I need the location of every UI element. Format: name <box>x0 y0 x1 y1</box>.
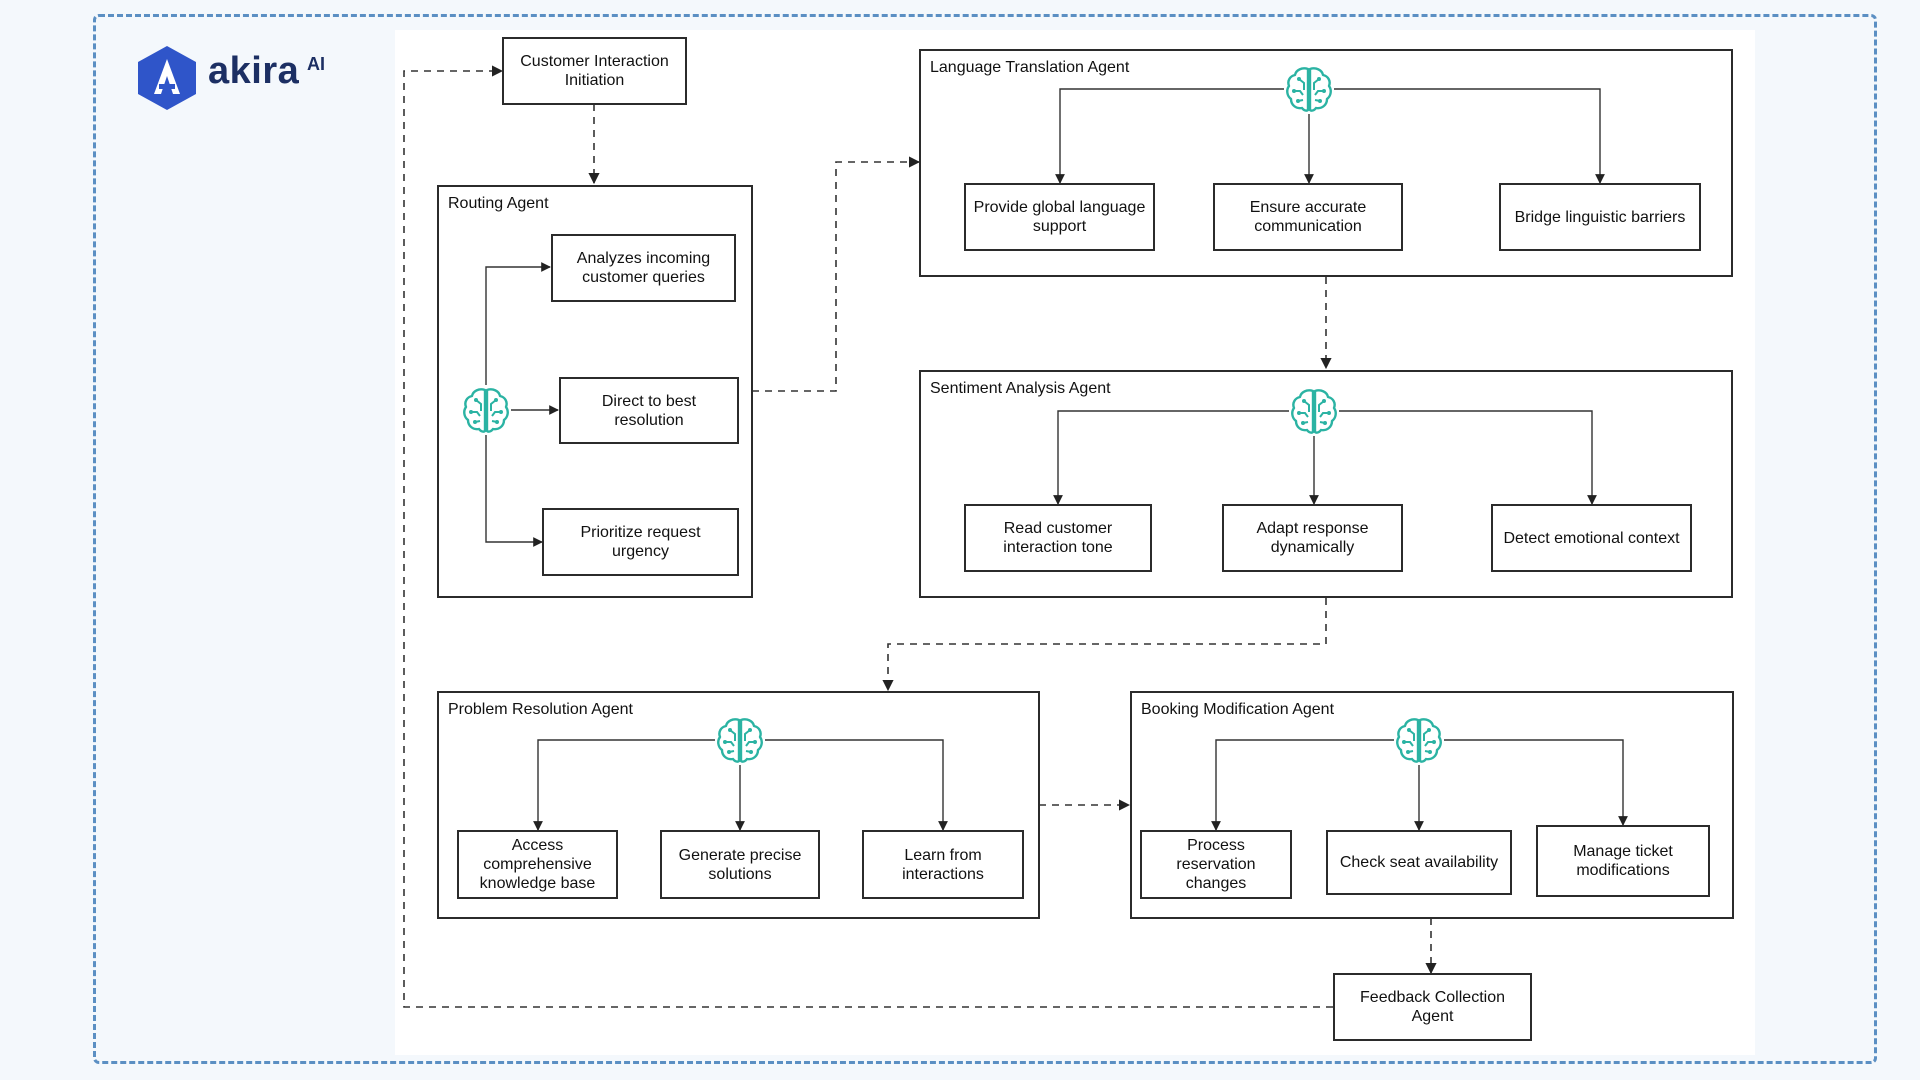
logo-text: akira <box>208 50 300 92</box>
booking-task-ticket-modifications: Manage ticket modifications <box>1536 825 1710 897</box>
booking-ai-brain-icon <box>1394 715 1444 765</box>
resolution-task-precise-solutions: Generate precise solutions <box>660 830 820 899</box>
resolution-branch-1 <box>533 739 715 831</box>
routing-task-direct: Direct to best resolution <box>559 377 739 444</box>
customer-interaction-initiation-node: Customer Interaction Initiation <box>502 37 687 105</box>
translation-task-accurate-communication: Ensure accurate communication <box>1213 183 1403 251</box>
sentiment-task-read-tone: Read customer interaction tone <box>964 504 1152 572</box>
resolution-agent-title: Problem Resolution Agent <box>448 701 633 718</box>
resolution-task-knowledge-base: Access comprehensive knowledge base <box>457 830 618 899</box>
translation-branch-3 <box>1334 88 1605 184</box>
translation-agent-container: Language Translation Agent <box>919 49 1733 277</box>
translation-ai-brain-icon <box>1284 64 1334 114</box>
sentiment-branch-1 <box>1053 410 1289 505</box>
resolution-agent-container: Problem Resolution Agent <box>437 691 1040 919</box>
translation-task-bridge-barriers: Bridge linguistic barriers <box>1499 183 1701 251</box>
feedback-loop-connector <box>403 65 1333 1008</box>
sentiment-agent-title: Sentiment Analysis Agent <box>930 380 1111 397</box>
translation-agent-title: Language Translation Agent <box>930 59 1130 76</box>
akira-ai-logo: akira AI <box>135 44 375 114</box>
sentiment-task-detect-emotion: Detect emotional context <box>1491 504 1692 572</box>
feedback-collection-agent-node: Feedback Collection Agent <box>1333 973 1532 1041</box>
routing-branch-3 <box>485 435 543 547</box>
sentiment-task-adapt-response: Adapt response dynamically <box>1222 504 1403 572</box>
sentiment-ai-brain-icon <box>1289 386 1339 436</box>
routing-ai-brain-icon <box>461 385 511 435</box>
resolution-branch-3 <box>765 739 948 831</box>
sentiment-agent-container: Sentiment Analysis Agent <box>919 370 1733 598</box>
routing-agent-title: Routing Agent <box>448 195 549 212</box>
booking-agent-title: Booking Modification Agent <box>1141 701 1335 718</box>
routing-to-translation-connector <box>752 156 921 392</box>
resolution-ai-brain-icon <box>715 715 765 765</box>
booking-branch-3 <box>1444 739 1628 826</box>
routing-agent-container: Routing Agent <box>437 185 753 598</box>
translation-branch-1 <box>1055 88 1284 184</box>
booking-task-reservation-changes: Process reservation changes <box>1140 830 1292 899</box>
booking-agent-container: Booking Modification Agent <box>1130 691 1734 919</box>
sentiment-to-resolution-connector <box>882 598 1327 692</box>
routing-branch-1 <box>485 262 551 385</box>
sentiment-branch-3 <box>1339 410 1597 505</box>
translation-task-global-support: Provide global language support <box>964 183 1155 251</box>
routing-task-prioritize: Prioritize request urgency <box>542 508 739 576</box>
logo-superscript: AI <box>307 54 325 74</box>
resolution-task-learn: Learn from interactions <box>862 830 1024 899</box>
booking-branch-1 <box>1211 739 1394 831</box>
routing-task-analyze: Analyzes incoming customer queries <box>551 234 736 302</box>
booking-task-seat-availability: Check seat availability <box>1326 830 1512 895</box>
logo-hexagon-icon <box>138 46 196 110</box>
diagram-frame <box>93 14 1877 1064</box>
